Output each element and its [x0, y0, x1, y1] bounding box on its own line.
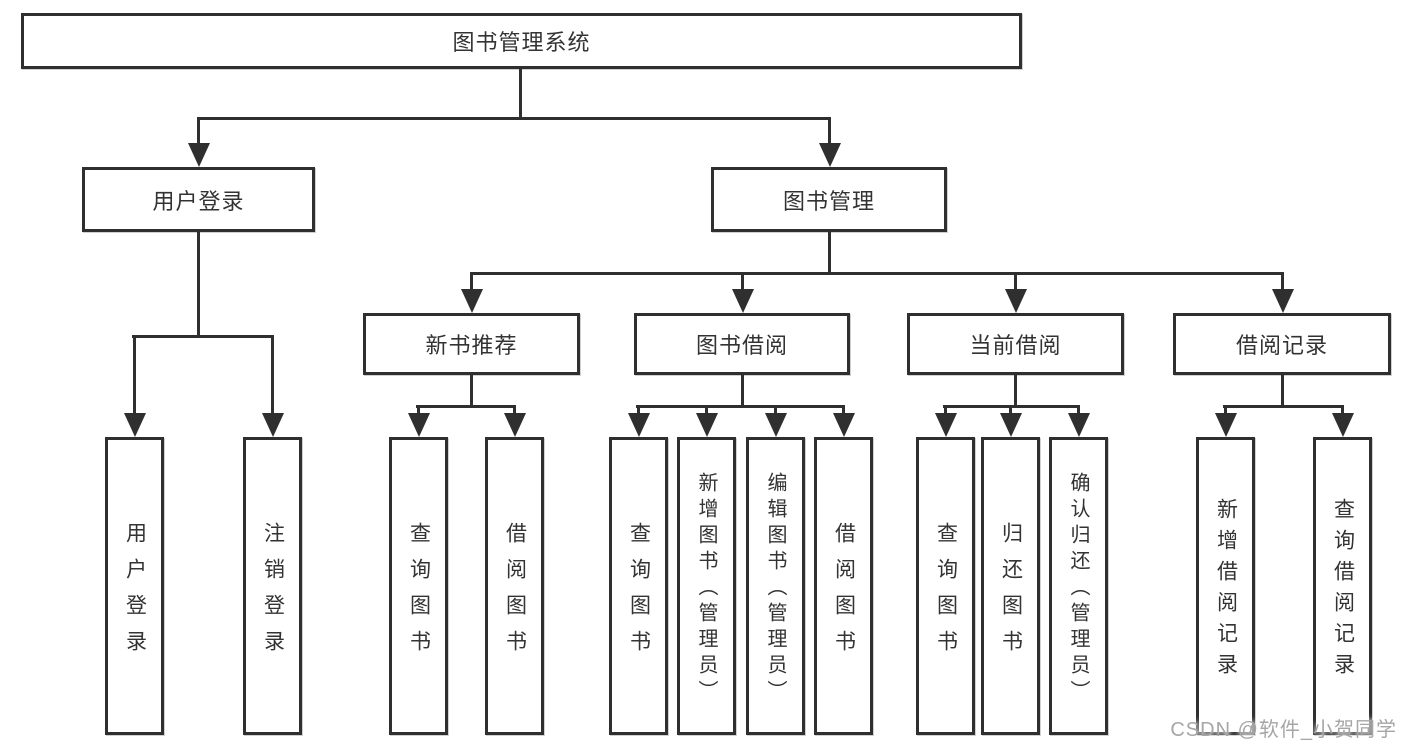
connector-root-split: [197, 117, 831, 120]
connector-root-stub: [519, 69, 522, 120]
leaf-cb-return-books: 归还图书: [981, 437, 1040, 735]
connector-new-books-split: [416, 405, 516, 408]
leaf-nb-borrow-books: 借阅图书: [485, 437, 544, 735]
leaf-bb-add-books-label: 新增图书（管理员）: [695, 472, 717, 706]
connector-user-login-stub: [197, 232, 200, 338]
node-user-login-label: 用户登录: [152, 188, 245, 214]
leaf-user-login: 用户登录: [105, 437, 164, 735]
node-borrow-records: 借阅记录: [1173, 313, 1391, 375]
leaf-cb-confirm-return: 确认归还（管理员）: [1049, 437, 1108, 735]
leaf-br-add-record: 新增借阅记录: [1196, 437, 1255, 735]
node-current-borrow-label: 当前借阅: [969, 333, 1062, 358]
leaf-bb-query-books-label: 查询图书: [627, 521, 651, 666]
arrow-cb-return-books: [1009, 405, 1012, 413]
leaf-nb-query-books-label: 查询图书: [407, 521, 431, 666]
arrow-bb-borrow-books: [842, 405, 845, 413]
node-book-mgmt-label: 图书管理: [782, 188, 875, 214]
connector-user-login-split: [132, 335, 274, 338]
leaf-cb-confirm-return-label: 确认归还（管理员）: [1067, 472, 1089, 706]
connector-book-mgmt-stub: [828, 232, 831, 275]
arrow-bb-query-books: [637, 405, 640, 413]
leaf-br-query-record: 查询借阅记录: [1313, 437, 1372, 735]
node-book-borrow: 图书借阅: [634, 313, 850, 375]
node-book-mgmt: 图书管理: [711, 167, 947, 232]
arrow-to-borrow-records: [1281, 272, 1284, 289]
leaf-cb-query-books: 查询图书: [916, 437, 975, 735]
node-new-books: 新书推荐: [363, 313, 580, 375]
arrow-bb-add-books: [705, 405, 708, 413]
leaf-br-add-record-label: 新增借阅记录: [1214, 498, 1238, 684]
arrow-nb-borrow-books: [513, 405, 516, 413]
csdn-watermark: CSDN @软件_小贺同学: [1170, 719, 1397, 741]
connector-book-borrow-stub: [741, 375, 744, 408]
connector-borrow-records-stub: [1281, 375, 1284, 408]
arrow-to-current-borrow: [1014, 272, 1017, 289]
arrow-to-leaf-logout: [271, 335, 274, 413]
leaf-cb-return-books-label: 归还图书: [999, 521, 1023, 666]
arrow-to-new-books: [470, 272, 473, 289]
arrow-cb-query-books: [944, 405, 947, 413]
arrow-br-query-record: [1341, 405, 1344, 413]
leaf-logout-label: 注销登录: [261, 521, 285, 666]
connector-borrow-records-split: [1223, 405, 1344, 408]
leaf-nb-query-books: 查询图书: [389, 437, 448, 735]
arrow-to-leaf-user-login: [133, 335, 136, 413]
leaf-bb-borrow-books: 借阅图书: [814, 437, 873, 735]
node-borrow-records-label: 借阅记录: [1235, 333, 1328, 358]
arrow-br-add-record: [1224, 405, 1227, 413]
connector-book-borrow-split: [636, 405, 845, 408]
node-new-books-label: 新书推荐: [425, 333, 518, 358]
leaf-bb-edit-books: 编辑图书（管理员）: [746, 437, 805, 735]
leaf-logout: 注销登录: [243, 437, 302, 735]
node-book-borrow-label: 图书借阅: [695, 333, 788, 358]
leaf-bb-edit-books-label: 编辑图书（管理员）: [764, 472, 786, 706]
connector-book-mgmt-split: [470, 272, 1284, 275]
arrow-to-book-mgmt: [828, 117, 831, 143]
leaf-bb-add-books: 新增图书（管理员）: [677, 437, 736, 735]
leaf-cb-query-books-label: 查询图书: [934, 521, 958, 666]
connector-current-borrow-stub: [1014, 375, 1017, 408]
leaf-bb-borrow-books-label: 借阅图书: [832, 521, 856, 666]
arrow-nb-query-books: [417, 405, 420, 413]
node-current-borrow: 当前借阅: [907, 313, 1124, 375]
arrow-cb-confirm-return: [1077, 405, 1080, 413]
leaf-br-query-record-label: 查询借阅记录: [1331, 498, 1355, 684]
arrow-to-book-borrow: [741, 272, 744, 289]
node-library-system-label: 图书管理系统: [452, 30, 591, 55]
connector-new-books-stub: [470, 375, 473, 408]
arrow-to-user-login: [197, 117, 200, 143]
arrow-bb-edit-books: [774, 405, 777, 413]
leaf-nb-borrow-books-label: 借阅图书: [503, 521, 527, 666]
leaf-bb-query-books: 查询图书: [609, 437, 668, 735]
node-library-system: 图书管理系统: [21, 13, 1022, 69]
leaf-user-login-label: 用户登录: [123, 521, 147, 666]
node-user-login: 用户登录: [82, 167, 315, 232]
